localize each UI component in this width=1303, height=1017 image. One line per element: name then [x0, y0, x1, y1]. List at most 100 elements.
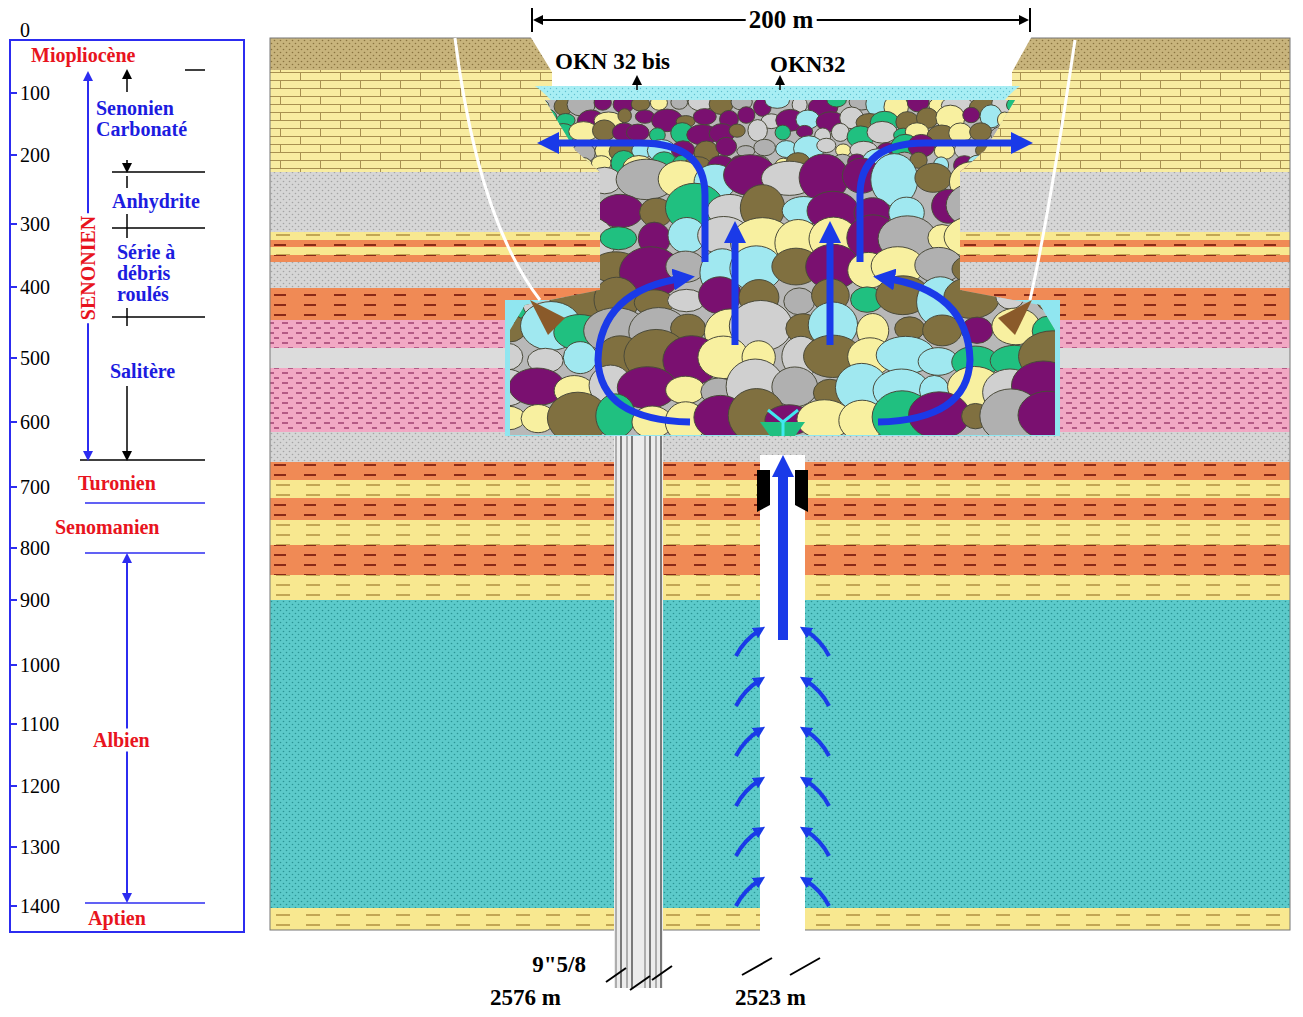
depth-number: 200 — [20, 144, 50, 167]
rock-wedge — [998, 300, 1032, 335]
rubble-blocks — [471, 90, 1087, 443]
depth-number: 1200 — [20, 775, 60, 798]
rubble-block — [1030, 128, 1049, 143]
rubble-block — [1025, 92, 1050, 112]
rubble-block — [488, 406, 526, 430]
fracture-curve — [1030, 40, 1075, 300]
flow-arrow — [860, 143, 1022, 262]
rubble-block — [510, 161, 562, 204]
depth-label: 2576 m — [490, 985, 561, 1011]
dimension-label: 200 m — [746, 6, 817, 34]
formation-name: Série à débris roulés — [117, 242, 212, 305]
range-arrow — [126, 386, 128, 456]
rubble-block — [817, 138, 836, 152]
casing-well — [614, 436, 663, 988]
rubble-block — [510, 124, 537, 141]
stratigraphic-column — [10, 40, 244, 932]
depth-number: 1000 — [20, 654, 60, 677]
rubble-block — [650, 95, 667, 110]
inflow-arrow — [736, 780, 760, 806]
rubble-block — [482, 253, 530, 285]
depth-tick — [10, 846, 17, 848]
rubble-block — [498, 142, 514, 154]
rubble-block — [529, 99, 549, 112]
casing-line — [626, 436, 628, 988]
rubble-block — [1015, 250, 1071, 293]
casing-line — [615, 436, 617, 988]
rubble-block — [516, 109, 540, 130]
rubble-block — [1011, 106, 1038, 130]
rubble-block — [1028, 220, 1077, 252]
rubble-block — [729, 124, 745, 137]
rubble-block — [1006, 96, 1031, 114]
depth-tick — [10, 664, 17, 666]
rubble-block — [509, 94, 536, 116]
flow-arrows — [548, 143, 1022, 906]
rubble-block — [831, 123, 849, 141]
depth-number: 1300 — [20, 836, 60, 859]
range-arrow — [126, 214, 128, 238]
boundary-line — [112, 171, 205, 173]
rubble-block — [520, 222, 572, 258]
depth-number: 500 — [20, 347, 50, 370]
rubble-block — [547, 152, 568, 171]
flow-arrow — [878, 278, 970, 422]
rubble-mass — [510, 100, 1055, 435]
inflow-arrow — [805, 880, 829, 906]
inflow-arrow — [805, 780, 829, 806]
rubble-block — [775, 125, 790, 140]
depth-tick — [10, 723, 17, 725]
rubble-block — [671, 95, 688, 109]
depth-tick — [10, 905, 17, 907]
rubble-block — [981, 162, 1022, 198]
dimension-tick — [1029, 8, 1031, 32]
well-pointer — [636, 80, 638, 90]
rubble-block — [968, 155, 989, 171]
depth-label: 2523 m — [735, 985, 806, 1011]
rubble-block — [997, 112, 1012, 128]
boundary-line — [112, 316, 205, 318]
rubble-block — [748, 120, 768, 142]
casing-line — [655, 436, 657, 988]
flow-arrow — [598, 278, 690, 422]
rubble-block — [716, 137, 737, 155]
boundary-line — [112, 227, 205, 229]
rubble-block — [631, 97, 649, 111]
rubble-block — [500, 109, 523, 130]
depth-tick — [10, 223, 17, 225]
rubble-block — [565, 199, 599, 224]
inflow-arrow — [736, 830, 760, 856]
well-name: OKN 32 bis — [555, 49, 670, 75]
rubble-block — [827, 93, 846, 107]
depth-number: 1100 — [20, 713, 59, 736]
rubble-block — [1049, 156, 1067, 173]
depth-tick — [10, 154, 17, 156]
range-arrow — [126, 74, 128, 92]
boundary-line — [80, 459, 205, 461]
inflow-arrow — [805, 730, 829, 756]
boundary-line — [185, 69, 205, 71]
dimension-tick — [531, 8, 533, 32]
fracture-curve — [455, 38, 540, 300]
formation-name: Turonien — [78, 472, 156, 495]
crater-opening — [530, 36, 1032, 86]
depth-number: 600 — [20, 411, 50, 434]
depth-tick — [10, 599, 17, 601]
casing-line — [644, 436, 646, 988]
rubble-block — [618, 109, 632, 123]
casing-line — [660, 436, 662, 988]
rubble-block — [515, 138, 532, 153]
rubble-block — [626, 124, 649, 141]
producing-well — [760, 455, 805, 980]
rock-wedge — [530, 300, 565, 335]
rubble-block — [1029, 140, 1054, 158]
rubble-block — [1037, 111, 1062, 131]
depth-number: 400 — [20, 276, 50, 299]
rubble-block — [483, 90, 513, 113]
range-arrow — [126, 308, 128, 326]
inflow-arrow — [805, 830, 829, 856]
formation-name: Albien — [90, 729, 153, 752]
depth-tick — [10, 486, 17, 488]
rubble-block — [915, 163, 952, 192]
